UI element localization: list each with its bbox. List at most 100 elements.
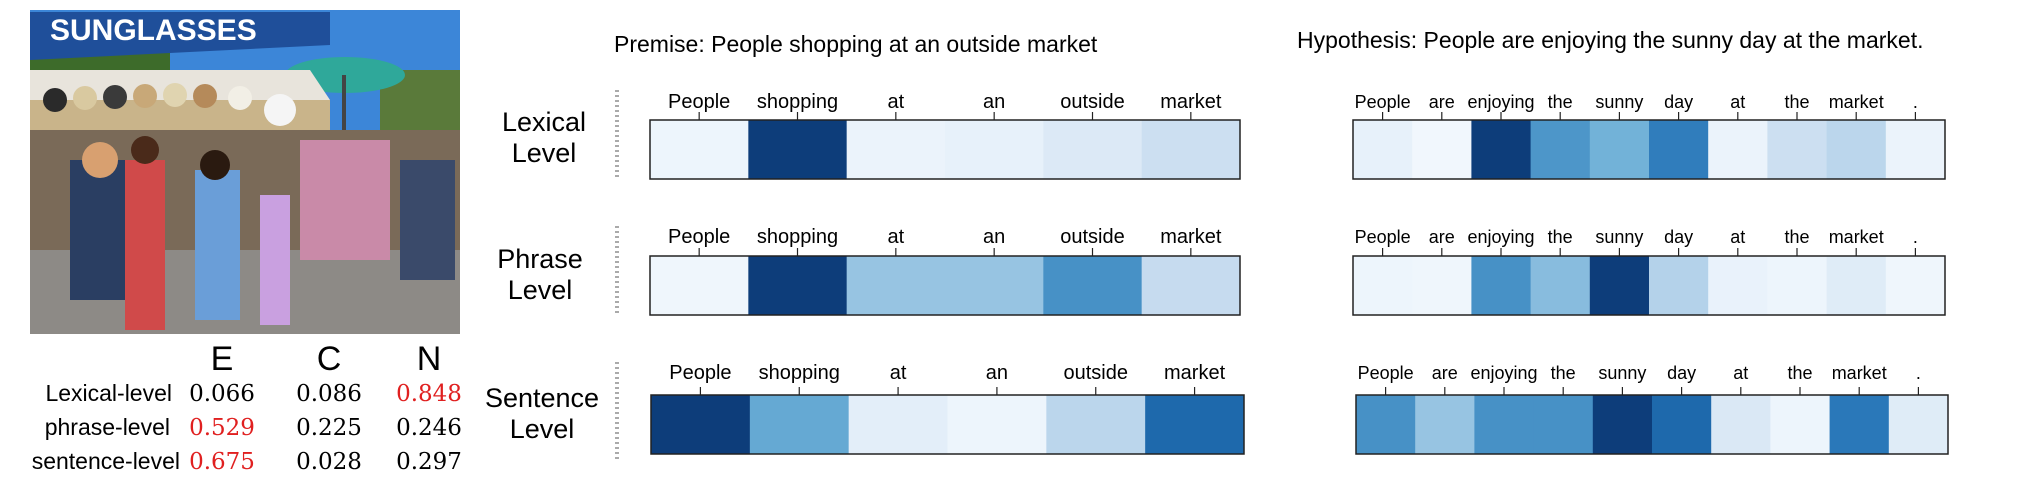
heatmap-token-label: outside [1064, 362, 1129, 384]
heatmap-token-label: shopping [759, 362, 840, 384]
heatmap-cell [650, 120, 749, 179]
heatmap-cell [650, 256, 749, 315]
level-label: Level [508, 275, 573, 305]
heatmap-token-label: the [1548, 92, 1573, 112]
heatmap-cell [1708, 120, 1768, 179]
heatmap-token-label: sunny [1595, 92, 1643, 112]
score-table: E C N Lexical-level phrase-level sentenc… [32, 340, 462, 475]
heatmap-cell [1649, 256, 1709, 315]
heatmap-token-label: day [1664, 227, 1693, 247]
photo-sign [30, 12, 330, 60]
heatmap-token-label: the [1787, 363, 1812, 383]
heatmap-token-label: market [1832, 363, 1887, 383]
heatmap-cell [1356, 395, 1416, 454]
heatmap-cell [1353, 256, 1413, 315]
heatmap-cell [846, 256, 946, 315]
level-label: Sentence [485, 383, 599, 413]
heatmap-cell [1826, 120, 1887, 179]
heatmap-cell [1888, 395, 1949, 454]
level-label: Lexical [502, 107, 586, 137]
score-row-label: phrase-level [45, 414, 170, 440]
heatmap-token-label: sunny [1598, 363, 1646, 383]
heatmap-token-label: . [1913, 227, 1918, 247]
heatmap-token-label: at [1730, 92, 1745, 112]
heatmap-token-label: People [668, 91, 730, 113]
heatmap-token-label: the [1784, 92, 1809, 112]
heatmap-cell [1767, 120, 1828, 179]
score-value: 0.225 [296, 415, 362, 441]
heatmap-token-label: are [1432, 363, 1458, 383]
heatmap-cell [1141, 256, 1241, 315]
heatmap-token-label: at [1733, 363, 1748, 383]
score-value: 0.529 [189, 415, 255, 441]
heatmap-token-label: day [1664, 92, 1693, 112]
score-row-label: Lexical-level [45, 380, 172, 406]
heatmap-token-label: at [1730, 227, 1745, 247]
score-value: 0.675 [189, 449, 255, 475]
heatmap-cell [1589, 256, 1650, 315]
market-photo: SUNGLASSES [30, 10, 460, 334]
heatmap-token-label: market [1164, 362, 1226, 384]
score-header-e: E [211, 340, 234, 378]
heatmap-cell [748, 120, 848, 179]
heatmap-cell [1711, 395, 1771, 454]
score-value: 0.297 [396, 449, 462, 475]
heatmap-token-label: shopping [757, 91, 838, 113]
heatmap-cell [1770, 395, 1831, 454]
photo-person [70, 160, 125, 300]
level-label: Phrase [497, 244, 583, 274]
heatmap-cell [748, 256, 848, 315]
heatmap-token-label: at [887, 91, 904, 113]
heatmap-token-label: an [983, 91, 1005, 113]
heatmap-cell [1412, 120, 1472, 179]
heatmap-cell [1474, 395, 1535, 454]
level-label: Level [510, 414, 575, 444]
heatmap-token-label: . [1916, 363, 1921, 383]
score-header-c: C [317, 340, 342, 378]
heatmap-token-label: the [1784, 227, 1809, 247]
heatmap-cell [1471, 120, 1532, 179]
score-row-label: sentence-level [32, 448, 180, 474]
heatmap-token-label: the [1551, 363, 1576, 383]
heatmap-cell [1652, 395, 1712, 454]
score-value: 0.848 [396, 381, 462, 407]
heatmap-token-label: an [983, 226, 1005, 248]
heatmap-cell [1046, 395, 1146, 454]
heatmap-cell [1043, 120, 1143, 179]
heatmap-cell [947, 395, 1047, 454]
heatmap-token-label: the [1548, 227, 1573, 247]
heatmap-token-label: People [1355, 227, 1411, 247]
heatmap-cell [1043, 256, 1143, 315]
score-value: 0.066 [189, 381, 255, 407]
heatmap-token-label: shopping [757, 226, 838, 248]
heatmap-cell [1767, 256, 1828, 315]
heatmap-cell [1592, 395, 1653, 454]
heatmap-token-label: an [986, 362, 1008, 384]
heatmap-cell [1141, 120, 1241, 179]
photo-hat-rack [300, 140, 390, 260]
heatmap-token-label: are [1429, 92, 1455, 112]
heatmap-cell [1530, 256, 1591, 315]
heatmap-token-label: at [887, 226, 904, 248]
heatmap-cell [1145, 395, 1245, 454]
heatmap-token-label: enjoying [1467, 227, 1534, 247]
score-value: 0.028 [296, 449, 362, 475]
photo-sign-text: SUNGLASSES [50, 14, 257, 47]
heatmap-token-label: outside [1060, 91, 1125, 113]
heatmap-cell [1885, 120, 1946, 179]
heatmap-cell [749, 395, 850, 454]
heatmap-cell [1533, 395, 1594, 454]
heatmap-token-label: enjoying [1470, 363, 1537, 383]
heatmap-cell [1826, 256, 1887, 315]
heatmap-token-label: market [1829, 92, 1884, 112]
heatmap-cell [846, 120, 946, 179]
heatmap-token-label: are [1429, 227, 1455, 247]
heatmap-frame [649, 119, 1241, 180]
heatmap-token-label: People [1358, 363, 1414, 383]
heatmap-cell [1353, 120, 1413, 179]
heatmap-token-label: market [1160, 91, 1222, 113]
level-labels: Lexical Level Phrase Level Sentence Leve… [485, 107, 599, 444]
